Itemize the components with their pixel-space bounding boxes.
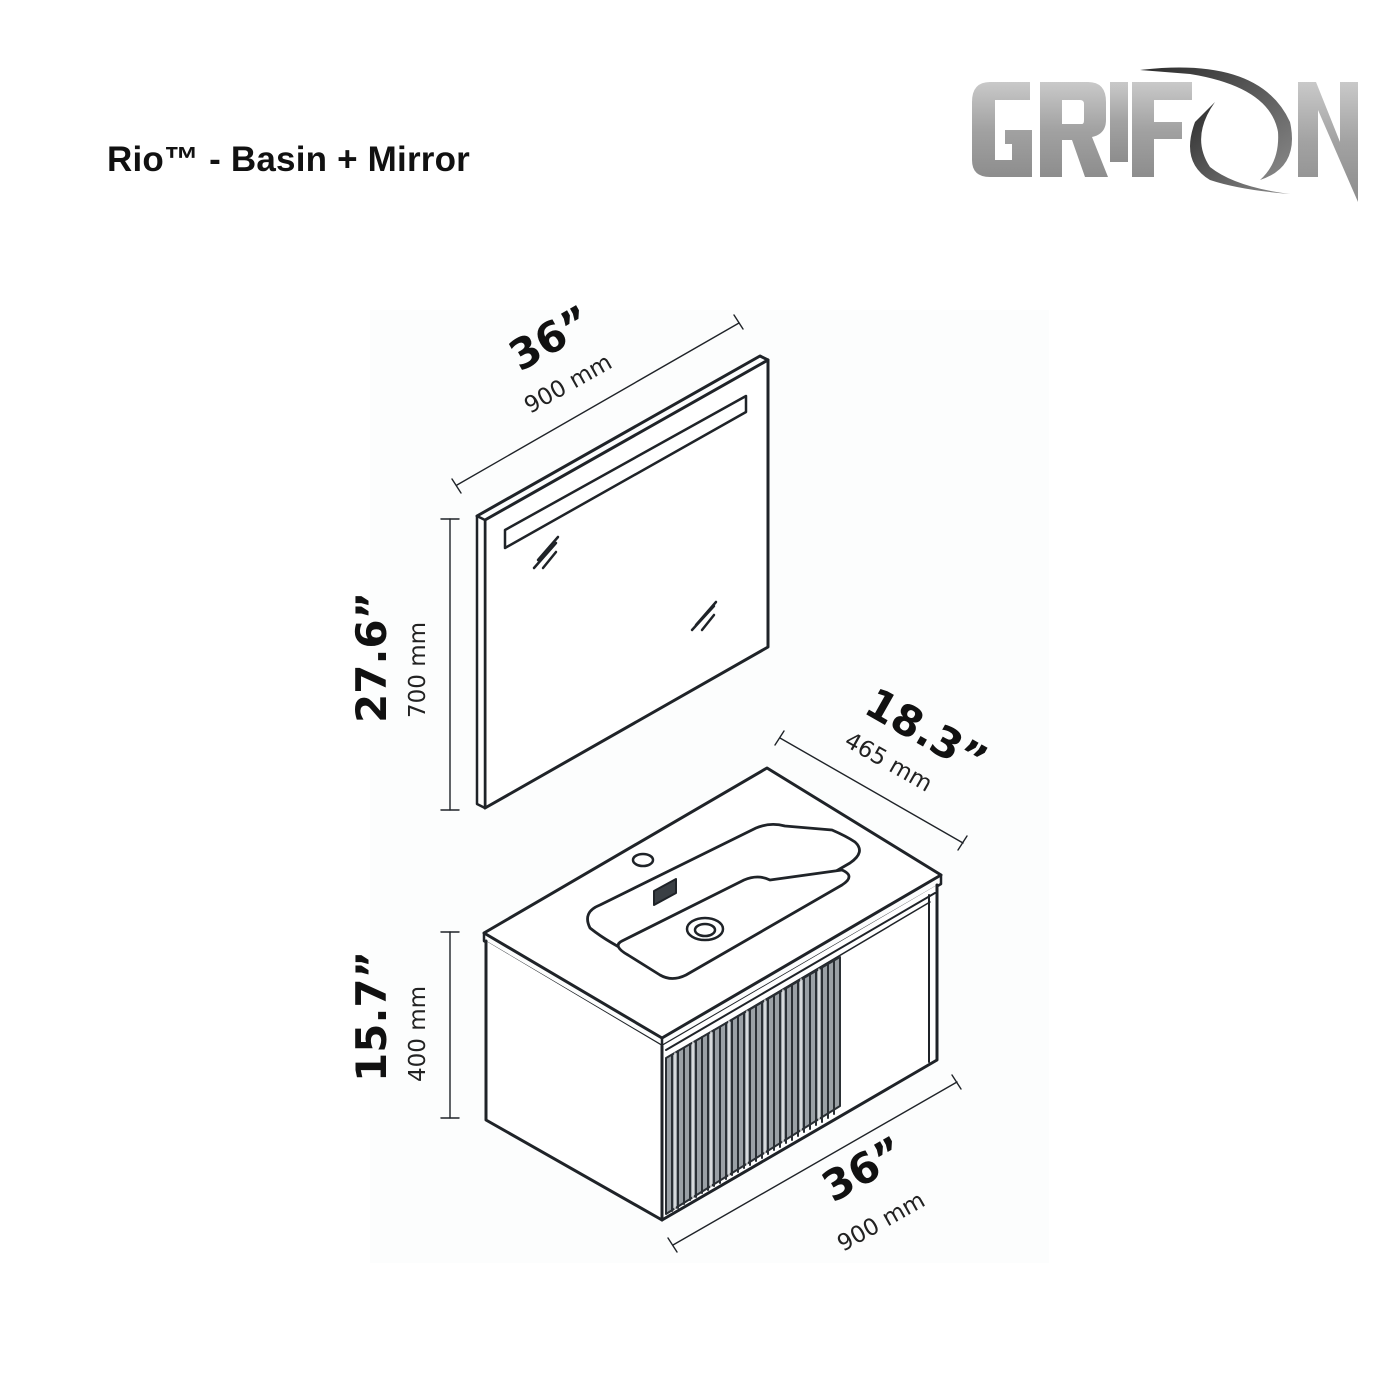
svg-text:700 mm: 700 mm [405,622,431,718]
brand-logo [972,67,1358,202]
mirror-height-dimension-line [440,518,460,811]
vanity-depth-dimension-line [774,730,968,851]
mirror-height-label: 27.6” 700 mm [347,592,431,723]
page-title: Rio™ - Basin + Mirror [107,140,471,179]
reflection-mark-right [690,600,718,632]
vanity-width-label: 36” 900 mm [814,1127,930,1258]
reflection-mark-left [532,535,560,570]
svg-text:27.6”: 27.6” [347,592,396,723]
svg-text:400 mm: 400 mm [405,986,431,1082]
vanity-height-label: 15.7” 400 mm [347,951,431,1082]
mirror-width-dimension-line [451,314,744,494]
mirror [475,354,770,810]
vanity-height-dimension-line [440,931,460,1119]
fluted-drawer-front [665,956,841,1215]
vanity-depth-label: 18.3” 465 mm [840,678,995,797]
vanity-width-dimension-line [667,1074,962,1253]
svg-text:15.7”: 15.7” [347,951,396,1082]
mirror-width-label: 36” 900 mm [501,296,617,420]
logo-wordmark [972,67,1358,202]
